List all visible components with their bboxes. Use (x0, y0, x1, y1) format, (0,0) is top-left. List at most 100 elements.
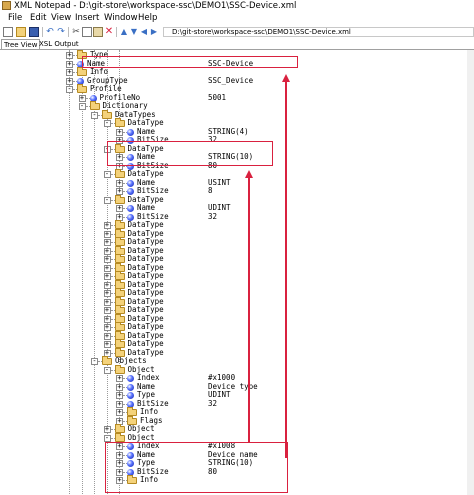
tree-node-label[interactable]: DataTypes (115, 109, 156, 119)
tree-node-value[interactable]: STRING(10) (208, 458, 254, 467)
tree-node-label[interactable]: Type (137, 390, 156, 399)
tree-node-value[interactable]: #x1008 (208, 441, 236, 450)
expand-toggle[interactable]: + (103, 331, 111, 340)
expand-toggle[interactable]: + (116, 127, 123, 136)
tree-node-value[interactable]: UDINT (208, 203, 231, 212)
expand-toggle[interactable]: + (116, 391, 123, 399)
tree-node-label[interactable]: GroupType (87, 75, 128, 85)
tree-node-value[interactable]: Device type (208, 381, 258, 391)
delete-icon[interactable]: ✕ (104, 26, 114, 37)
open-icon[interactable] (16, 27, 26, 37)
tree-node-label[interactable]: DataType (127, 220, 164, 229)
cut-icon[interactable]: ✂ (72, 27, 80, 37)
tree-node-label[interactable]: Name (137, 449, 156, 459)
tree-row[interactable]: +Object (0, 424, 474, 434)
tree-row[interactable]: +Flags (0, 415, 474, 426)
expand-toggle[interactable]: + (116, 399, 123, 408)
collapse-toggle[interactable]: - (103, 195, 111, 204)
nudge-down-icon[interactable]: ▼ (130, 27, 138, 36)
tree-row[interactable]: + DataType (0, 262, 474, 273)
tree-node-value[interactable]: UDINT (208, 390, 231, 399)
tree-node-label[interactable]: BitSize (137, 466, 169, 476)
tree-row[interactable]: -DataType (0, 118, 474, 128)
tree-node-label[interactable]: DataType (127, 143, 164, 153)
tree-node-label[interactable]: Flags (140, 415, 163, 425)
tree-row[interactable]: -Profile (0, 84, 474, 94)
tree-node-value[interactable]: STRING(4) (208, 126, 249, 136)
collapse-toggle[interactable]: - (66, 85, 73, 93)
tree-row[interactable]: -Object (0, 432, 474, 443)
tree-row[interactable]: +DataType (0, 237, 474, 247)
tree-node-label[interactable]: BitSize (137, 135, 169, 144)
tree-row[interactable]: +DataType (0, 288, 474, 298)
collapse-toggle[interactable]: - (78, 102, 86, 110)
expand-toggle[interactable]: + (103, 221, 111, 229)
tree-node-label[interactable]: DataType (127, 262, 164, 272)
tree-node-label[interactable]: DataType (127, 347, 164, 357)
collapse-toggle[interactable]: - (103, 119, 111, 127)
tree-row[interactable]: +DataType (0, 330, 474, 341)
tree-node-label[interactable]: Objects (115, 356, 147, 365)
expand-toggle[interactable]: + (66, 51, 73, 59)
tree-node-value[interactable]: Device name (208, 449, 258, 459)
tree-row[interactable]: +Index#x1008 (0, 441, 474, 451)
tree-node-label[interactable]: BitSize (137, 211, 169, 221)
expand-toggle[interactable]: + (103, 263, 111, 272)
tree-node-value[interactable]: 32 (208, 135, 218, 144)
tree-node-label[interactable]: DataType (127, 296, 164, 306)
tree-node-label[interactable]: Name (137, 152, 156, 161)
tree-node-label[interactable]: Dictionary (102, 101, 148, 110)
collapse-toggle[interactable]: - (91, 110, 98, 119)
tree-node-label[interactable]: DataType (127, 245, 164, 255)
tree-node-value[interactable]: SSC-Device (208, 58, 254, 68)
expand-toggle[interactable]: + (103, 272, 111, 280)
tree-row[interactable]: + DataType (0, 254, 474, 264)
tree-node-label[interactable]: DataType (127, 322, 164, 331)
tree-row[interactable]: +DataType (0, 313, 474, 324)
tree-row[interactable]: + Info (0, 407, 474, 417)
tree-node-label[interactable]: Name (87, 58, 106, 68)
tree-node-label[interactable]: ProfileNo (99, 92, 141, 102)
tree-node-label[interactable]: DataType (127, 169, 164, 178)
expand-toggle[interactable]: + (103, 238, 111, 246)
expand-toggle[interactable]: + (116, 459, 123, 467)
expand-toggle[interactable]: + (66, 68, 73, 76)
tree-node-label[interactable]: Info (140, 407, 159, 416)
tree-row[interactable]: -DataType (0, 194, 474, 205)
tree-node-label[interactable]: DataType (127, 279, 164, 289)
tree-row[interactable]: + Type UDINT (0, 390, 474, 400)
tree-node-label[interactable]: Index (137, 373, 160, 382)
expand-toggle[interactable]: + (103, 425, 111, 433)
collapse-toggle[interactable]: - (103, 365, 111, 374)
tree-node-label[interactable]: Name (137, 203, 156, 212)
expand-toggle[interactable]: + (116, 408, 123, 416)
tree-node-label[interactable]: Name (137, 177, 156, 187)
tree-node-label[interactable]: DataType (127, 254, 164, 263)
expand-toggle[interactable]: + (116, 467, 123, 476)
tree-node-label[interactable]: Name (137, 381, 156, 391)
tree-node-label[interactable]: Type (137, 458, 156, 467)
menu-edit[interactable]: Edit (30, 13, 47, 23)
new-icon[interactable] (3, 27, 13, 37)
tree-row[interactable]: +Index#x1000 (0, 373, 474, 383)
tree-node-value[interactable]: #x1000 (208, 373, 236, 382)
expand-toggle[interactable]: + (103, 297, 111, 306)
expand-toggle[interactable]: + (103, 289, 111, 297)
tree-row[interactable]: - Dictionary (0, 101, 474, 111)
tree-node-label[interactable]: Info (90, 67, 109, 76)
redo-icon[interactable]: ↷ (57, 27, 65, 37)
expand-toggle[interactable]: + (103, 323, 111, 331)
tree-node-label[interactable]: Object (127, 364, 155, 374)
collapse-toggle[interactable]: - (91, 357, 98, 365)
expand-toggle[interactable]: + (103, 255, 111, 263)
tree-node-label[interactable]: DataType (127, 305, 164, 314)
tree-row[interactable]: + Info (0, 67, 474, 77)
menu-help[interactable]: Help (138, 13, 158, 23)
